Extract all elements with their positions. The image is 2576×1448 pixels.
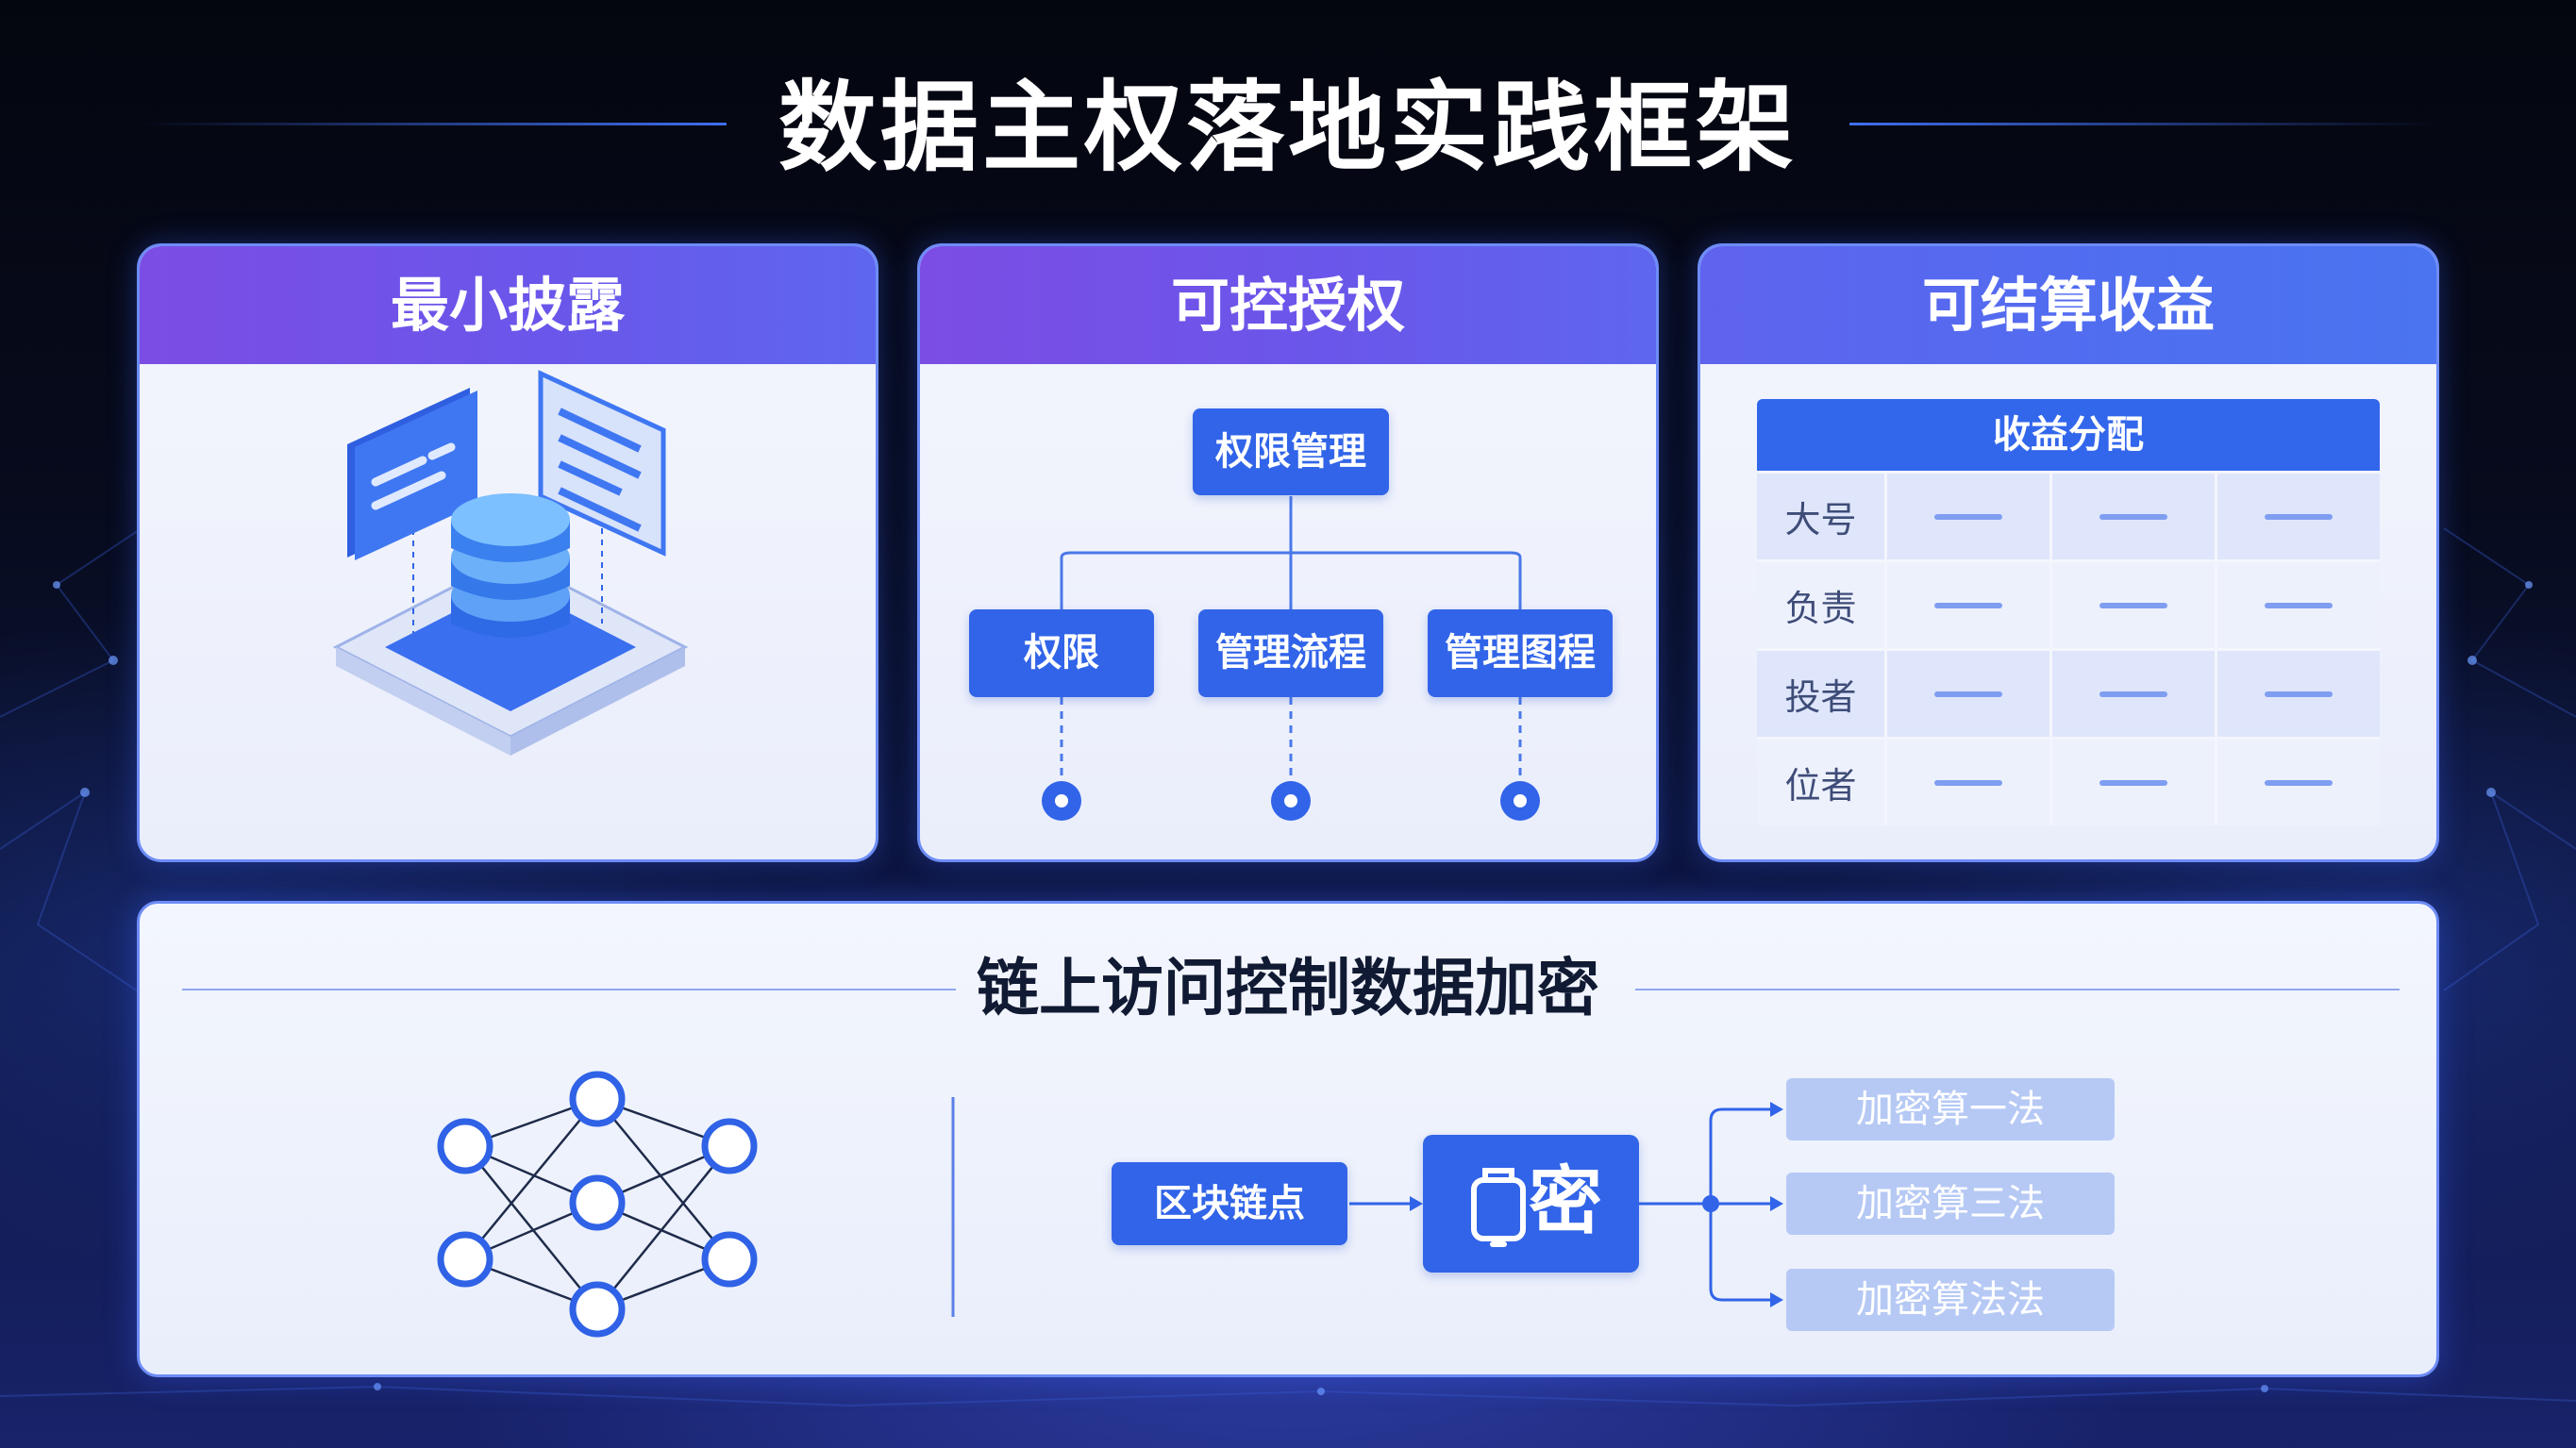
revenue-table-header: 收益分配 — [1757, 399, 2380, 471]
child-node-management-process: 管理流程 — [1198, 609, 1383, 697]
child-node-permission: 权限 — [969, 609, 1154, 697]
card-header: 最小披露 — [140, 246, 876, 364]
bottom-panel-onchain-access-control: 链上访问控制数据加密 区块链点 — [137, 901, 2439, 1377]
child-node-management-diagram: 管理图程 — [1428, 609, 1613, 697]
placeholder-dash — [1934, 602, 2002, 608]
lock-device-icon — [1471, 1168, 1526, 1247]
row-label: 负责 — [1757, 562, 1887, 648]
placeholder-dash — [2099, 602, 2167, 608]
algorithm-box-1: 加密算一法 — [1786, 1078, 2115, 1140]
algorithm-box-3: 加密算法法 — [1786, 1269, 2115, 1331]
tree-connectors — [1042, 496, 1540, 821]
placeholder-dash — [2265, 691, 2333, 697]
table-row: 位者 — [1757, 737, 2380, 825]
bottom-graphics — [437, 1071, 1783, 1338]
row-label: 大号 — [1757, 474, 1887, 559]
section-divider-right — [1635, 989, 2400, 990]
data-server-illustration-icon — [332, 370, 689, 756]
encryption-box: 密 — [1423, 1135, 1639, 1273]
root-node-permission-management: 权限管理 — [1193, 408, 1389, 495]
placeholder-dash — [2265, 602, 2333, 608]
card-controlled-authorization: 可控授权 权限管理 权限 管理流程 管理图程 — [917, 243, 1659, 862]
card-settleable-revenue: 可结算收益 收益分配 大号 负责 投者 位者 — [1698, 243, 2439, 862]
algorithm-box-2: 加密算三法 — [1786, 1173, 2115, 1235]
placeholder-dash — [1934, 513, 2002, 520]
placeholder-dash — [2099, 691, 2167, 697]
title-bar: 数据主权落地实践框架 — [0, 52, 2576, 193]
placeholder-dash — [2265, 779, 2333, 786]
table-row: 大号 — [1757, 471, 2380, 559]
table-row: 投者 — [1757, 648, 2380, 737]
encryption-label: 密 — [1529, 1159, 1603, 1244]
blockchain-node-box: 区块链点 — [1112, 1162, 1347, 1245]
revenue-table: 收益分配 大号 负责 投者 位者 — [1757, 399, 2380, 825]
title-divider-right — [1849, 123, 2439, 125]
endpoint-dot-icon — [1042, 781, 1540, 821]
placeholder-dash — [2099, 779, 2167, 786]
card-minimal-disclosure: 最小披露 — [137, 243, 878, 862]
row-label: 位者 — [1757, 740, 1887, 825]
card-header: 可结算收益 — [1700, 246, 2436, 364]
placeholder-dash — [2265, 513, 2333, 520]
section-divider-left — [182, 989, 956, 990]
placeholder-dash — [2099, 513, 2167, 520]
table-row: 负责 — [1757, 559, 2380, 648]
placeholder-dash — [1934, 691, 2002, 697]
row-label: 投者 — [1757, 651, 1887, 737]
title-divider-left — [137, 123, 727, 125]
card-header: 可控授权 — [920, 246, 1656, 364]
placeholder-dash — [1934, 779, 2002, 786]
section-title: 链上访问控制数据加密 — [977, 952, 1599, 1024]
page-title: 数据主权落地实践框架 — [778, 70, 1798, 185]
